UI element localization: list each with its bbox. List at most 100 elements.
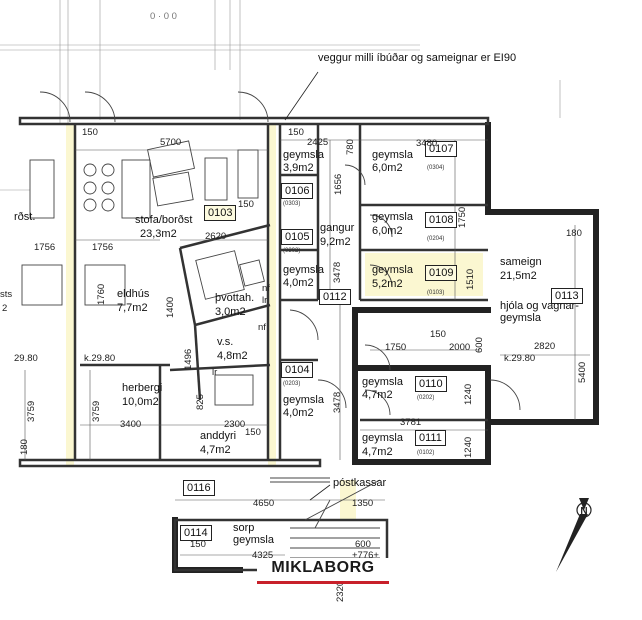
north-arrow-icon: N: [556, 498, 592, 572]
room-0110-name: geymsla: [362, 376, 403, 388]
room-sameign-area: 21,5m2: [500, 270, 537, 282]
lr-label-a: lr: [212, 367, 218, 378]
room-anddyri-area: 4,7m2: [200, 444, 231, 456]
dim-1756-b: 1756: [92, 242, 114, 253]
dim-2320: 2320: [335, 580, 346, 602]
dim-4650: 4650: [253, 498, 275, 509]
dim-150-f: 150: [245, 427, 261, 438]
fragment-sts: sts: [0, 289, 13, 300]
room-id-0116: 0116: [183, 480, 215, 497]
room-0111-name: geymsla: [362, 432, 403, 444]
dim-150-c: 150: [430, 329, 446, 340]
room-id-0105: 0105: [281, 229, 314, 246]
room-gangur-name: gangur: [320, 222, 355, 234]
room-vs-name: v.s.: [217, 336, 234, 348]
dim-1240-b: 1240: [463, 436, 474, 458]
top-fragment: 0 · 0 0: [150, 11, 177, 22]
dim-600-b: 600: [355, 539, 371, 550]
room-eldhus-area: 7,7m2: [117, 302, 148, 314]
room-id-0111: 0111: [415, 430, 446, 447]
left-edge-room-fragment: rðst.: [14, 211, 36, 223]
dim-776: +776+: [352, 550, 379, 561]
dim-180-left: 180: [19, 439, 30, 455]
dim-1510: 1510: [465, 268, 476, 290]
logo-text: MIKLABORG: [271, 559, 375, 576]
mailbox-label: póstkassar: [333, 477, 387, 489]
room-0107-area: 6,0m2: [372, 162, 403, 174]
dim-1350: 1350: [352, 498, 374, 509]
room-0105-area: 4,0m2: [283, 277, 314, 289]
room-code-0103: (0103): [427, 290, 445, 296]
room-eldhus-name: eldhús: [117, 288, 150, 300]
level-k29-80-b: k.29.80: [504, 353, 536, 364]
room-0109-name: geymsla: [372, 264, 413, 276]
dim-5400: 5400: [577, 361, 588, 383]
dim-150-d: 150: [190, 539, 206, 550]
room-code-0304: (0304): [427, 165, 445, 171]
room-0108-area: 6,0m2: [372, 225, 403, 237]
dim-150-e: 150: [238, 199, 254, 210]
room-code-0102: (0102): [417, 450, 435, 456]
dim-1760: 1760: [96, 283, 107, 305]
svg-text:N: N: [580, 506, 587, 517]
room-herbergi-area: 10,0m2: [122, 396, 159, 408]
room-0108-name: geymsla: [372, 211, 413, 223]
room-code-0202: (0202): [417, 395, 435, 401]
construction-lines: [0, 0, 561, 191]
dim-180-top: 180: [566, 228, 582, 239]
room-id-0110: 0110: [415, 376, 447, 393]
dim-3478-b: 3478: [332, 391, 343, 413]
dim-825: 825: [195, 394, 206, 410]
room-0104-name: geymsla: [283, 394, 324, 406]
room-id-0106: 0106: [281, 183, 314, 200]
room-0106-area: 3,9m2: [283, 162, 314, 174]
room-0111-area: 4,7m2: [362, 446, 393, 458]
room-0105-name: geymsla: [283, 264, 324, 276]
room-sameign-name: sameign: [500, 256, 542, 268]
room-0106-name: geymsla: [283, 149, 324, 161]
leader-lines: [284, 71, 331, 501]
dim-600: 600: [474, 337, 485, 353]
fragment-2: 2: [2, 303, 8, 314]
dim-780: 780: [345, 139, 356, 155]
room-id-0103: 0103: [204, 205, 237, 222]
room-0110-area: 4,7m2: [362, 389, 393, 401]
room-id-0107: 0107: [425, 141, 458, 158]
lr-label-b: lr: [262, 295, 268, 306]
room-id-0112: 0112: [319, 289, 351, 306]
dim-3478-a: 3478: [332, 261, 343, 283]
dim-1756-a: 1756: [34, 242, 56, 253]
dim-2820: 2820: [534, 341, 556, 352]
dim-2425: 2425: [307, 137, 329, 148]
room-id-0109: 0109: [425, 265, 458, 282]
dim-2300: 2300: [224, 419, 246, 430]
room-0107-name: geymsla: [372, 149, 413, 161]
room-hjola-name: hjóla og vagnar-geymsla: [500, 300, 579, 324]
room-code-0303: (0303): [283, 201, 301, 207]
level-29-80-left: 29.80: [14, 353, 38, 364]
dim-1240-a: 1240: [463, 383, 474, 405]
dim-3759-a: 3759: [26, 400, 37, 422]
room-id-0108: 0108: [425, 212, 458, 229]
dim-4325: 4325: [252, 550, 274, 561]
nf-label-b: nf: [258, 322, 266, 333]
room-thvottah-name: þvottah.: [215, 292, 255, 304]
dim-3480: 3480: [416, 138, 438, 149]
room-anddyri-name: anddyri: [200, 430, 237, 442]
room-code-0203: (0203): [283, 381, 301, 387]
nf-label-a: nf: [262, 283, 270, 294]
dim-1400: 1400: [165, 296, 176, 318]
room-sorp-name: sorp geymsla: [233, 522, 274, 546]
logo-red-bar: [257, 581, 389, 584]
dim-1656: 1656: [333, 173, 344, 195]
dim-3781: 3781: [400, 417, 422, 428]
dim-2000: 2000: [449, 342, 471, 353]
room-id-0114: 0114: [180, 525, 212, 542]
dim-150-b: 150: [288, 127, 304, 138]
dim-2620: 2620: [205, 231, 227, 242]
room-stofa-area: 23,3m2: [140, 228, 177, 240]
dim-5700: 5700: [160, 137, 182, 148]
room-vs-area: 4,8m2: [217, 350, 248, 362]
room-id-0113: 0113: [551, 288, 583, 305]
